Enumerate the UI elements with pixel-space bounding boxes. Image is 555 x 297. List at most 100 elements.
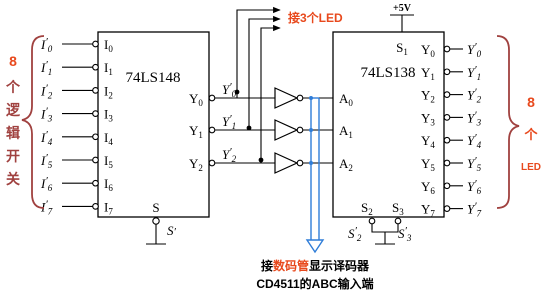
chip-74ls148-s-pin: S bbox=[152, 200, 159, 215]
right-label-char: 个 bbox=[523, 127, 538, 142]
decoder-output-pin-label: Y1 bbox=[421, 65, 435, 82]
input-pin-label: I6 bbox=[104, 176, 113, 193]
output-ext-label: Y′1 bbox=[222, 113, 236, 131]
blue-output-arrow bbox=[305, 96, 325, 254]
left-label-char: 辑 bbox=[6, 125, 20, 141]
input-ext-label: I′6 bbox=[40, 175, 53, 193]
decoder-output-pin-label: Y6 bbox=[421, 179, 435, 196]
left-label-char: 逻 bbox=[6, 102, 21, 118]
output-ext-label: Y′2 bbox=[222, 146, 237, 164]
decoder-output-pin-label: Y0 bbox=[421, 42, 435, 59]
decoder-input-label: A2 bbox=[339, 156, 353, 173]
input-ext-label: I′7 bbox=[40, 198, 53, 216]
input-ext-label: I′0 bbox=[40, 36, 53, 54]
output-bubble bbox=[208, 94, 216, 102]
s-pin-bubble bbox=[152, 217, 160, 225]
input-pin-label: I3 bbox=[104, 107, 113, 124]
right-label-num: 8 bbox=[527, 94, 535, 110]
input-bubble bbox=[92, 87, 99, 94]
inverter-triangle bbox=[274, 119, 299, 141]
inverter-triangle bbox=[274, 152, 299, 174]
input-pin-label: I7 bbox=[104, 199, 113, 216]
chip-74ls148-name: 74LS148 bbox=[125, 70, 180, 86]
output-bubble bbox=[208, 126, 216, 134]
s3-bubble bbox=[394, 217, 402, 225]
input-ext-label: I′3 bbox=[40, 106, 53, 124]
right-chip-outputs: Y0 Y′0Y1 Y′1Y2 Y′2Y3 Y′3Y4 Y′4Y5 Y′5Y6 Y′6Y7 Y′7 bbox=[421, 41, 482, 219]
decoder-output-ext-label: Y′2 bbox=[467, 87, 482, 105]
chip-74ls138-s1: S1 bbox=[396, 40, 408, 57]
decoder-output-bubble bbox=[443, 68, 451, 76]
input-bubble bbox=[92, 156, 99, 164]
decoder-output-bubble bbox=[443, 45, 451, 53]
chip-74ls138-body bbox=[332, 31, 445, 218]
inverter-bubble bbox=[296, 159, 304, 167]
input-pin-label: I1 bbox=[104, 60, 113, 77]
input-ext-label: I′1 bbox=[40, 59, 52, 77]
s2-pin-label: S2 bbox=[361, 200, 373, 217]
input-ext-label: I′2 bbox=[40, 82, 53, 100]
chip-74ls148-body bbox=[97, 31, 210, 218]
input-pin-label: I5 bbox=[104, 153, 113, 170]
bottom-note-line2: CD4511的ABC输入端 bbox=[256, 276, 373, 291]
input-bubble bbox=[92, 40, 99, 48]
decoder-output-ext-label: Y′3 bbox=[467, 109, 482, 127]
inverter-bubble bbox=[296, 94, 304, 102]
output-pin-label: Y1 bbox=[189, 123, 203, 140]
supply-label: +5V bbox=[393, 3, 412, 14]
input-ext-label: I′5 bbox=[40, 152, 53, 170]
s2-s3-tie bbox=[371, 224, 399, 233]
led-arrows bbox=[234, 6, 281, 163]
left-label-num: 8 bbox=[9, 53, 17, 69]
s-prime-label: S′ bbox=[167, 223, 177, 238]
input-bubble bbox=[92, 63, 99, 71]
decoder-output-ext-label: Y′7 bbox=[467, 201, 482, 219]
decoder-output-pin-label: Y5 bbox=[421, 156, 435, 173]
input-bubble bbox=[92, 110, 99, 117]
left-brace bbox=[21, 35, 45, 209]
input-pin-label: I0 bbox=[104, 37, 113, 54]
input-pin-label: I2 bbox=[104, 83, 113, 100]
input-ext-label: I′4 bbox=[40, 129, 53, 147]
decoder-output-bubble bbox=[443, 114, 451, 121]
decoder-output-bubble bbox=[443, 136, 451, 144]
right-label-led: LED bbox=[521, 162, 541, 173]
output-pin-label: Y2 bbox=[189, 156, 203, 173]
right-brace bbox=[496, 35, 520, 209]
decoder-output-ext-label: Y′5 bbox=[467, 155, 482, 173]
inverter-triangle bbox=[274, 87, 299, 109]
decoder-output-bubble bbox=[443, 91, 451, 98]
decoder-output-ext-label: Y′1 bbox=[467, 64, 481, 82]
decoder-output-bubble bbox=[443, 205, 451, 212]
left-label-char: 开 bbox=[6, 148, 20, 164]
inverter-bubble bbox=[296, 126, 304, 134]
left-label-char: 关 bbox=[6, 171, 20, 187]
decoder-input-label: A1 bbox=[339, 123, 353, 140]
decoder-input-label: A0 bbox=[339, 91, 353, 108]
output-ext-label: Y′0 bbox=[222, 81, 237, 99]
input-bubble bbox=[92, 179, 99, 187]
decoder-output-ext-label: Y′6 bbox=[467, 178, 482, 196]
decoder-output-pin-label: Y2 bbox=[421, 88, 435, 105]
top-led-label: 接3个LED bbox=[288, 10, 343, 25]
decoder-output-ext-label: Y′0 bbox=[467, 41, 482, 59]
input-bubble bbox=[92, 133, 99, 141]
input-bubble bbox=[92, 203, 99, 210]
s2-bubble bbox=[368, 217, 376, 225]
s3-pin-label: S3 bbox=[392, 200, 404, 217]
decoder-output-pin-label: Y4 bbox=[421, 133, 435, 150]
bottom-note-line1: 接数码管显示译码器 bbox=[261, 258, 370, 273]
inverter-gates bbox=[274, 87, 333, 174]
decoder-output-pin-label: Y3 bbox=[421, 110, 435, 127]
s3-ext-label: S′3 bbox=[398, 225, 412, 243]
left-label-char: 个 bbox=[5, 79, 21, 95]
decoder-output-ext-label: Y′4 bbox=[467, 132, 482, 150]
decoder-output-bubble bbox=[443, 182, 451, 190]
decoder-output-pin-label: Y7 bbox=[421, 202, 435, 219]
